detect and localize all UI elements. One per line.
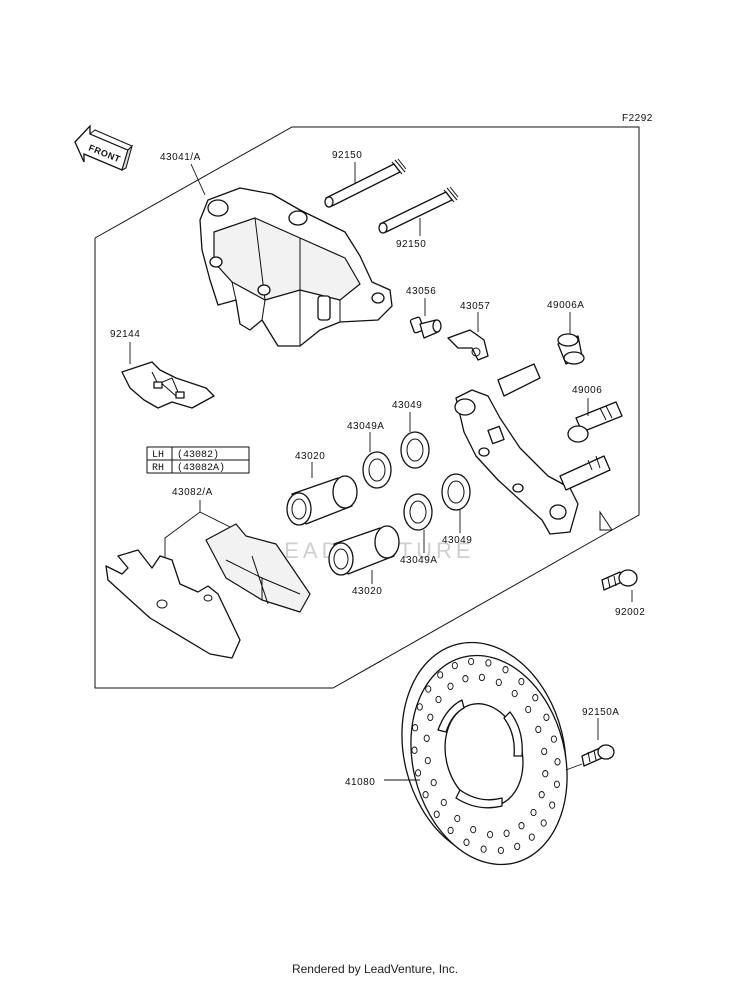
- vent-hole: [430, 778, 437, 787]
- vent-hole: [437, 671, 444, 679]
- piston-43020-lower: [328, 525, 400, 576]
- bolt-92150a: [581, 744, 615, 767]
- vent-hole: [462, 675, 469, 683]
- brake-pad-inner: [205, 523, 311, 613]
- vent-hole: [433, 810, 440, 818]
- vent-hole: [530, 808, 537, 817]
- vent-hole: [528, 833, 535, 841]
- legend-row-1-side: LH: [152, 450, 164, 461]
- assembly-frame-lower: [94, 238, 613, 689]
- vent-hole: [518, 822, 525, 830]
- vent-hole: [525, 705, 532, 714]
- vent-hole: [554, 758, 561, 766]
- pin-boot: [557, 333, 585, 365]
- vent-hole: [447, 682, 454, 690]
- callout-92150a: 92150A: [582, 707, 619, 718]
- front-arrow-icon: FRONT: [74, 124, 133, 171]
- vent-hole: [502, 666, 509, 674]
- callout-49006: 49006: [572, 385, 602, 396]
- vent-hole: [451, 661, 458, 670]
- vent-hole: [553, 780, 560, 788]
- piston-seal-43049-upper: [400, 431, 430, 469]
- vent-hole: [423, 734, 430, 742]
- vent-hole: [411, 746, 418, 754]
- vent-hole: [422, 791, 429, 799]
- footer-credit: Rendered by LeadVenture, Inc.: [291, 962, 459, 976]
- callout-49006a: 49006A: [547, 300, 584, 311]
- callout-43082a: 43082/A: [172, 487, 213, 498]
- vent-hole: [514, 842, 521, 851]
- vent-hole: [415, 769, 422, 777]
- callout-43049a-lower: 43049A: [400, 555, 437, 566]
- vent-hole: [511, 689, 518, 698]
- vent-hole: [480, 845, 487, 853]
- callout-43057: 43057: [460, 301, 490, 312]
- callout-43020-upper: 43020: [295, 451, 325, 462]
- disc-vent-holes: [411, 657, 561, 855]
- dust-seal-43049a-upper: [362, 451, 392, 489]
- vent-hole: [487, 830, 494, 839]
- vent-hole: [416, 703, 423, 711]
- vent-hole: [532, 694, 539, 702]
- vent-hole: [470, 825, 477, 834]
- callout-43049a-upper: 43049A: [347, 421, 384, 432]
- callout-41080: 41080: [345, 777, 375, 788]
- vent-hole: [540, 819, 547, 827]
- vent-hole: [454, 814, 461, 823]
- callout-43049-upper: 43049: [392, 400, 422, 411]
- callout-92002: 92002: [615, 607, 645, 618]
- callout-43041a: 43041/A: [160, 152, 201, 163]
- vent-hole: [549, 801, 556, 809]
- vent-hole: [497, 846, 504, 855]
- caliper-body: [199, 187, 393, 347]
- side-legend-table: LH (43082) RH (43082A): [146, 446, 250, 474]
- callout-92150-lower: 92150: [396, 239, 426, 250]
- piston-seal-43049-lower: [441, 473, 471, 511]
- vent-hole: [538, 791, 545, 799]
- vent-hole: [503, 829, 510, 837]
- callout-92144: 92144: [110, 329, 140, 340]
- brake-pad-outer: [105, 549, 241, 659]
- vent-hole: [550, 735, 557, 743]
- vent-hole: [424, 756, 431, 765]
- slide-pin-upper: [324, 158, 407, 208]
- vent-hole: [440, 798, 447, 807]
- vent-hole: [447, 826, 454, 835]
- callout-43056: 43056: [406, 286, 436, 297]
- callout-92150-upper: 92150: [332, 150, 362, 161]
- figure-code: F2292: [622, 113, 653, 124]
- vent-hole: [435, 695, 442, 704]
- brake-disc: [401, 641, 568, 866]
- bolt-92002: [601, 569, 638, 591]
- vent-hole: [427, 713, 434, 721]
- vent-hole: [543, 713, 550, 721]
- slide-pin-lower: [378, 186, 459, 234]
- bleeder-valve: [409, 316, 442, 339]
- dust-seal-43049a-lower: [403, 493, 433, 531]
- vent-hole: [485, 659, 492, 667]
- vent-hole: [468, 657, 475, 666]
- pad-spring: [121, 361, 215, 409]
- vent-hole: [495, 678, 502, 687]
- legend-row-2-side: RH: [152, 463, 164, 474]
- assembly-frame: [94, 126, 640, 531]
- vent-hole: [518, 677, 525, 686]
- vent-hole: [425, 685, 432, 693]
- callout-43049-lower: 43049: [442, 535, 472, 546]
- vent-hole: [541, 747, 548, 756]
- vent-hole: [542, 770, 549, 778]
- legend-row-1-part: (43082): [177, 449, 219, 461]
- vent-hole: [463, 838, 470, 846]
- bolt-49006: [567, 401, 623, 443]
- caliper-bracket: [454, 363, 611, 535]
- vent-hole: [478, 673, 485, 682]
- piston-43020-upper: [286, 475, 358, 526]
- vent-hole: [412, 724, 419, 732]
- callout-43020-lower: 43020: [352, 586, 382, 597]
- pad-clip: [447, 329, 489, 361]
- vent-hole: [535, 725, 542, 734]
- legend-row-2-part: (43082A): [177, 462, 225, 474]
